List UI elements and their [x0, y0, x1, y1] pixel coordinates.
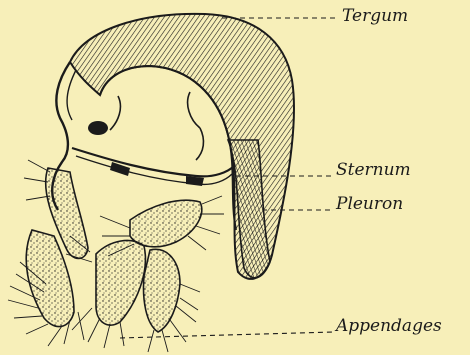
sternum-plate: [72, 148, 234, 186]
tergum-label: Tergum: [342, 8, 408, 25]
articulation-processes: [110, 92, 203, 160]
appendages-label: Appendages: [336, 318, 442, 335]
sternum-label: Sternum: [336, 162, 411, 179]
appendage-left: [26, 168, 88, 327]
pleuron-label: Pleuron: [336, 196, 403, 213]
appendage-right: [144, 249, 180, 332]
